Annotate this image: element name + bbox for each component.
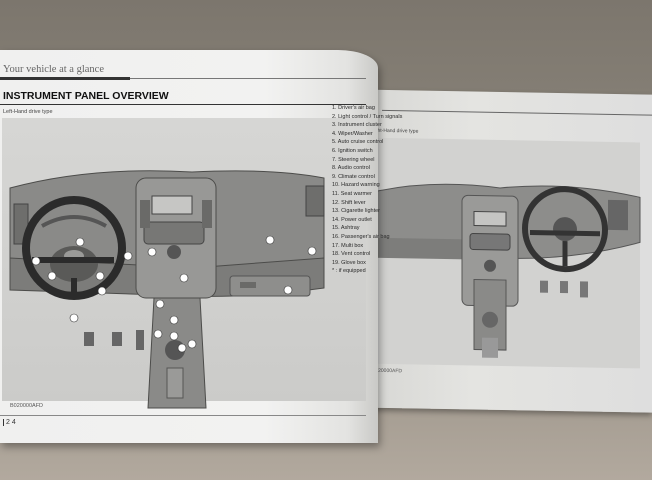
legend-item: 19. Glove box	[332, 259, 366, 266]
legend-item: 8. Audio control	[332, 165, 370, 172]
lhd-dashboard-drawing	[9, 170, 325, 409]
rhd-dashboard-drawing	[369, 183, 641, 358]
page-number: 2 4	[3, 419, 16, 426]
chapter-header: Your vehicle at a glance	[3, 64, 104, 75]
legend-item: 17. Multi box	[332, 242, 364, 249]
right-hand-dashboard-illustration	[369, 137, 641, 369]
left-page: Your vehicle at a glance INSTRUMENT PANE…	[0, 50, 378, 443]
legend-item: 11. Seat warmer	[332, 190, 372, 197]
legend-item: 9. Climate control	[332, 173, 375, 180]
left-hand-dashboard-illustration	[2, 118, 366, 409]
legend-item: 14. Power outlet	[332, 216, 372, 223]
legend-item: 10. Hazard warning	[332, 182, 380, 189]
legend-item: 1. Driver's air bag	[332, 105, 375, 111]
header-rule-thin	[130, 78, 366, 79]
right-page-top-rule	[382, 109, 652, 116]
header-rule-dark	[0, 77, 130, 80]
legend-item: 7. Steering wheel	[332, 156, 375, 163]
legend-item: 18. Vent control	[332, 251, 371, 258]
legend-item: 6. Ignition switch	[332, 147, 373, 154]
legend-item: 15. Ashtray	[332, 225, 360, 232]
left-page-code: B020000AFD	[10, 403, 44, 409]
legend-item: 12. Shift lever	[332, 199, 366, 206]
section-rule	[0, 104, 366, 105]
legend-item: * : if equipped	[332, 268, 366, 275]
callout-legend: 1. Driver's air bag 2. Light control / T…	[332, 104, 403, 276]
legend-item: 3. Instrument cluster	[332, 122, 382, 129]
legend-item: 13. Cigarette lighter	[332, 208, 380, 215]
footer-rule	[0, 415, 366, 416]
right-page: Right-Hand drive type	[352, 89, 652, 413]
section-title: INSTRUMENT PANEL OVERVIEW	[3, 90, 169, 102]
legend-item: 4. Wiper/Washer	[332, 130, 373, 137]
left-page-subtitle: Left-Hand drive type	[3, 109, 53, 115]
legend-item: 5. Auto cruise control	[332, 139, 384, 146]
legend-item: 2. Light control / Turn signals	[332, 113, 403, 120]
legend-item: 16. Passenger's air bag	[332, 233, 390, 240]
